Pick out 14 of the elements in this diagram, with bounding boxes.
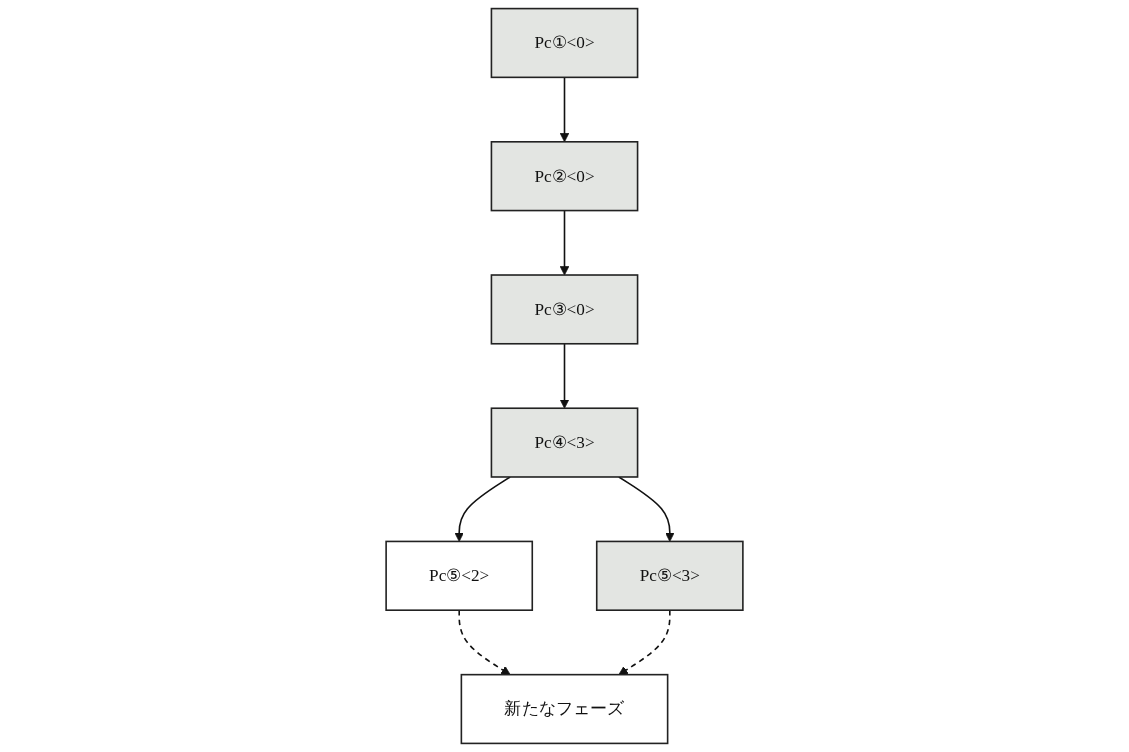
node-box: Pc⑤<2> — [385, 540, 534, 611]
arrow — [618, 609, 671, 676]
arrow — [458, 609, 511, 676]
arrow — [559, 209, 570, 276]
arrow — [454, 476, 511, 542]
node-box: Pc②<0> — [490, 141, 639, 212]
node-box: 新たなフェーズ — [460, 673, 669, 745]
arrow — [559, 76, 570, 143]
node-box: Pc⑤<3> — [595, 540, 744, 611]
node-box: Pc④<3> — [490, 407, 639, 478]
arrow — [559, 342, 570, 409]
node-box: Pc③<0> — [490, 274, 639, 345]
arrow — [618, 476, 675, 542]
node-box: Pc①<0> — [490, 7, 639, 79]
